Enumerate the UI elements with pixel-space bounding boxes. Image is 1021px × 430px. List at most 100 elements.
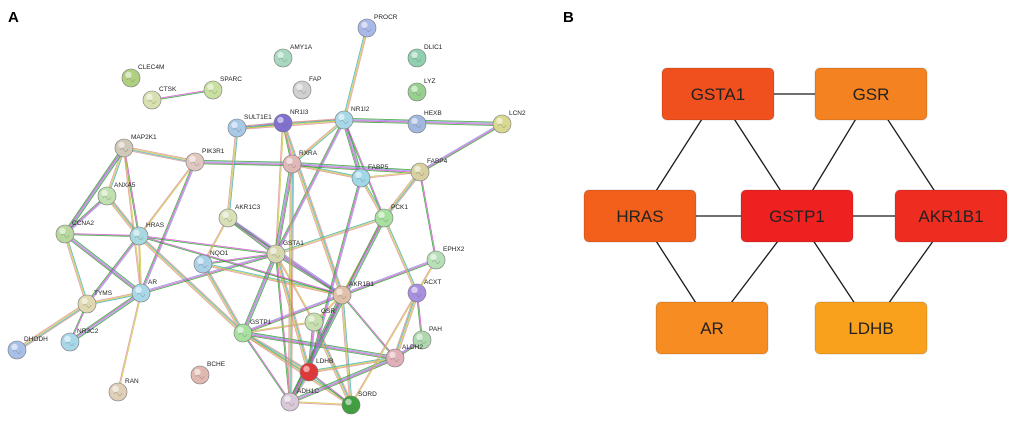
- edge-RXRA-FABP4: [291, 161, 421, 175]
- node-label: AMY1A: [290, 44, 313, 51]
- node-ephx2[interactable]: EPHX2: [426, 246, 465, 270]
- node-akr1c3[interactable]: AKR1C3: [218, 204, 261, 228]
- node-fabp4[interactable]: FABP4: [410, 158, 448, 182]
- node-sult1e1[interactable]: SULT1E1: [227, 114, 272, 138]
- node-label: RAN: [125, 378, 139, 385]
- node-anxa5[interactable]: ANXA5: [97, 182, 136, 206]
- edge-GSTA1-PCK1: [275, 216, 385, 256]
- node-gstp1[interactable]: GSTP1: [233, 319, 272, 343]
- node-pck1[interactable]: PCK1: [374, 204, 408, 228]
- node-label: FAP: [309, 76, 321, 83]
- node-label: TYMS: [94, 290, 113, 297]
- node-label: DHODH: [24, 336, 48, 343]
- node-hras[interactable]: HRAS: [129, 222, 165, 246]
- edge-ADH1C-ALDH2: [289, 356, 396, 404]
- hub-node-label: GSR: [853, 85, 890, 104]
- node-label: AKR1B1: [349, 281, 374, 288]
- edge-FABP4-PCK1: [382, 170, 422, 220]
- node-label: PIK3R1: [202, 148, 225, 155]
- node-acxt[interactable]: ACXT: [407, 279, 441, 303]
- node-label: ACXT: [424, 279, 441, 286]
- node-label: LYZ: [424, 78, 435, 85]
- node-fap[interactable]: FAP: [292, 76, 321, 100]
- hub-node-gstp1[interactable]: GSTP1: [740, 189, 854, 243]
- node-adh1c[interactable]: ADH1C: [280, 388, 319, 412]
- edge-PCK1-ACXT: [382, 217, 419, 294]
- node-label: CTSK: [159, 86, 177, 93]
- node-ran[interactable]: RAN: [108, 378, 139, 402]
- node-label: HEXB: [424, 110, 442, 117]
- node-dhodh[interactable]: DHODH: [7, 336, 48, 360]
- node-label: ADH1C: [297, 388, 319, 395]
- edge-NR1I2-PROCR: [342, 27, 369, 121]
- edge-AR-NR3C2: [68, 291, 143, 344]
- node-nr1i2[interactable]: NR1I2: [334, 106, 370, 130]
- node-procr[interactable]: PROCR: [357, 14, 398, 38]
- edge-FABP5-LDHB: [307, 177, 363, 373]
- hub-node-ldhb[interactable]: LDHB: [814, 301, 928, 355]
- node-fabp5[interactable]: FABP5: [351, 164, 389, 188]
- node-label: NR1I2: [351, 106, 370, 113]
- hub-node-gsta1[interactable]: GSTA1: [661, 67, 775, 121]
- node-ccna2[interactable]: CCNA2: [55, 220, 94, 244]
- node-sord[interactable]: SORD: [341, 391, 377, 415]
- node-ldhb[interactable]: LDHB: [299, 358, 333, 382]
- node-aldh2[interactable]: ALDH2: [385, 344, 423, 368]
- edge-EPHX2-SORD: [350, 259, 437, 406]
- node-sparc[interactable]: SPARC: [203, 76, 242, 100]
- node-label: FABP4: [427, 158, 448, 165]
- edge-CCNA2-AR: [63, 232, 143, 295]
- edge-HRAS-AR: [138, 235, 142, 294]
- hub-node-akr1b1[interactable]: AKR1B1: [894, 189, 1008, 243]
- edge-RXRA-ADH1C: [287, 163, 295, 403]
- node-amy1a[interactable]: AMY1A: [273, 44, 313, 68]
- node-lcn2[interactable]: LCN2: [492, 110, 526, 134]
- edge-PIK3R1-MAP2K1: [123, 145, 196, 165]
- edge-NR1I3-AKR1B1: [281, 122, 344, 296]
- edge-NQO1-GSTA1: [202, 253, 277, 265]
- edge-ADH1C-SORD: [289, 401, 352, 406]
- node-label: CLEC4M: [138, 64, 164, 71]
- edge-AKR1B1-SORD: [340, 294, 353, 406]
- node-ctsk[interactable]: CTSK: [142, 86, 177, 110]
- hub-node-label: AKR1B1: [918, 207, 983, 226]
- edge-GSTP1-ADH1C: [242, 332, 291, 403]
- node-akr1b1[interactable]: AKR1B1: [332, 281, 374, 305]
- edge-MAP2K1-AR: [123, 147, 142, 294]
- node-label: BCHE: [207, 361, 226, 368]
- node-label: SPARC: [220, 76, 242, 83]
- node-gsr[interactable]: GSR: [304, 308, 335, 332]
- node-map2k1[interactable]: MAP2K1: [114, 134, 157, 158]
- node-nqo1[interactable]: NQO1: [193, 250, 229, 274]
- edge-HRAS-GSTA1: [138, 235, 277, 255]
- node-ar[interactable]: AR: [131, 279, 157, 303]
- node-label: PROCR: [374, 14, 398, 21]
- node-gsta1[interactable]: GSTA1: [266, 240, 304, 264]
- node-bche[interactable]: BCHE: [190, 361, 226, 385]
- node-clec4m[interactable]: CLEC4M: [121, 64, 164, 88]
- node-nr1i3[interactable]: NR1I3: [273, 109, 309, 133]
- node-hexb[interactable]: HEXB: [407, 110, 442, 134]
- edge-HRAS-TYMS: [85, 235, 141, 305]
- edge-PIK3R1-RXRA: [194, 159, 293, 167]
- edge-ALDH2-ACXT: [393, 292, 419, 359]
- node-label: PCK1: [391, 204, 408, 211]
- hub-node-gsr[interactable]: GSR: [814, 67, 928, 121]
- node-label: GSR: [321, 308, 335, 315]
- node-pah[interactable]: PAH: [412, 326, 442, 350]
- node-dlic1[interactable]: DLIC1: [407, 44, 443, 68]
- node-tyms[interactable]: TYMS: [77, 290, 113, 314]
- hub-node-ar[interactable]: AR: [655, 301, 769, 355]
- node-nr3c2[interactable]: NR3C2: [60, 328, 99, 352]
- node-pik3r1[interactable]: PIK3R1: [185, 148, 225, 172]
- edge-AKR1B1-ALDH2: [341, 294, 396, 359]
- edge-AR-RAN: [117, 292, 142, 393]
- node-lyz[interactable]: LYZ: [407, 78, 435, 102]
- hub-node-label: GSTA1: [691, 85, 745, 104]
- node-rxra[interactable]: RXRA: [282, 150, 318, 174]
- hub-node-hras[interactable]: HRAS: [583, 189, 697, 243]
- hub-node-label: LDHB: [848, 319, 893, 338]
- node-label: SORD: [358, 391, 377, 398]
